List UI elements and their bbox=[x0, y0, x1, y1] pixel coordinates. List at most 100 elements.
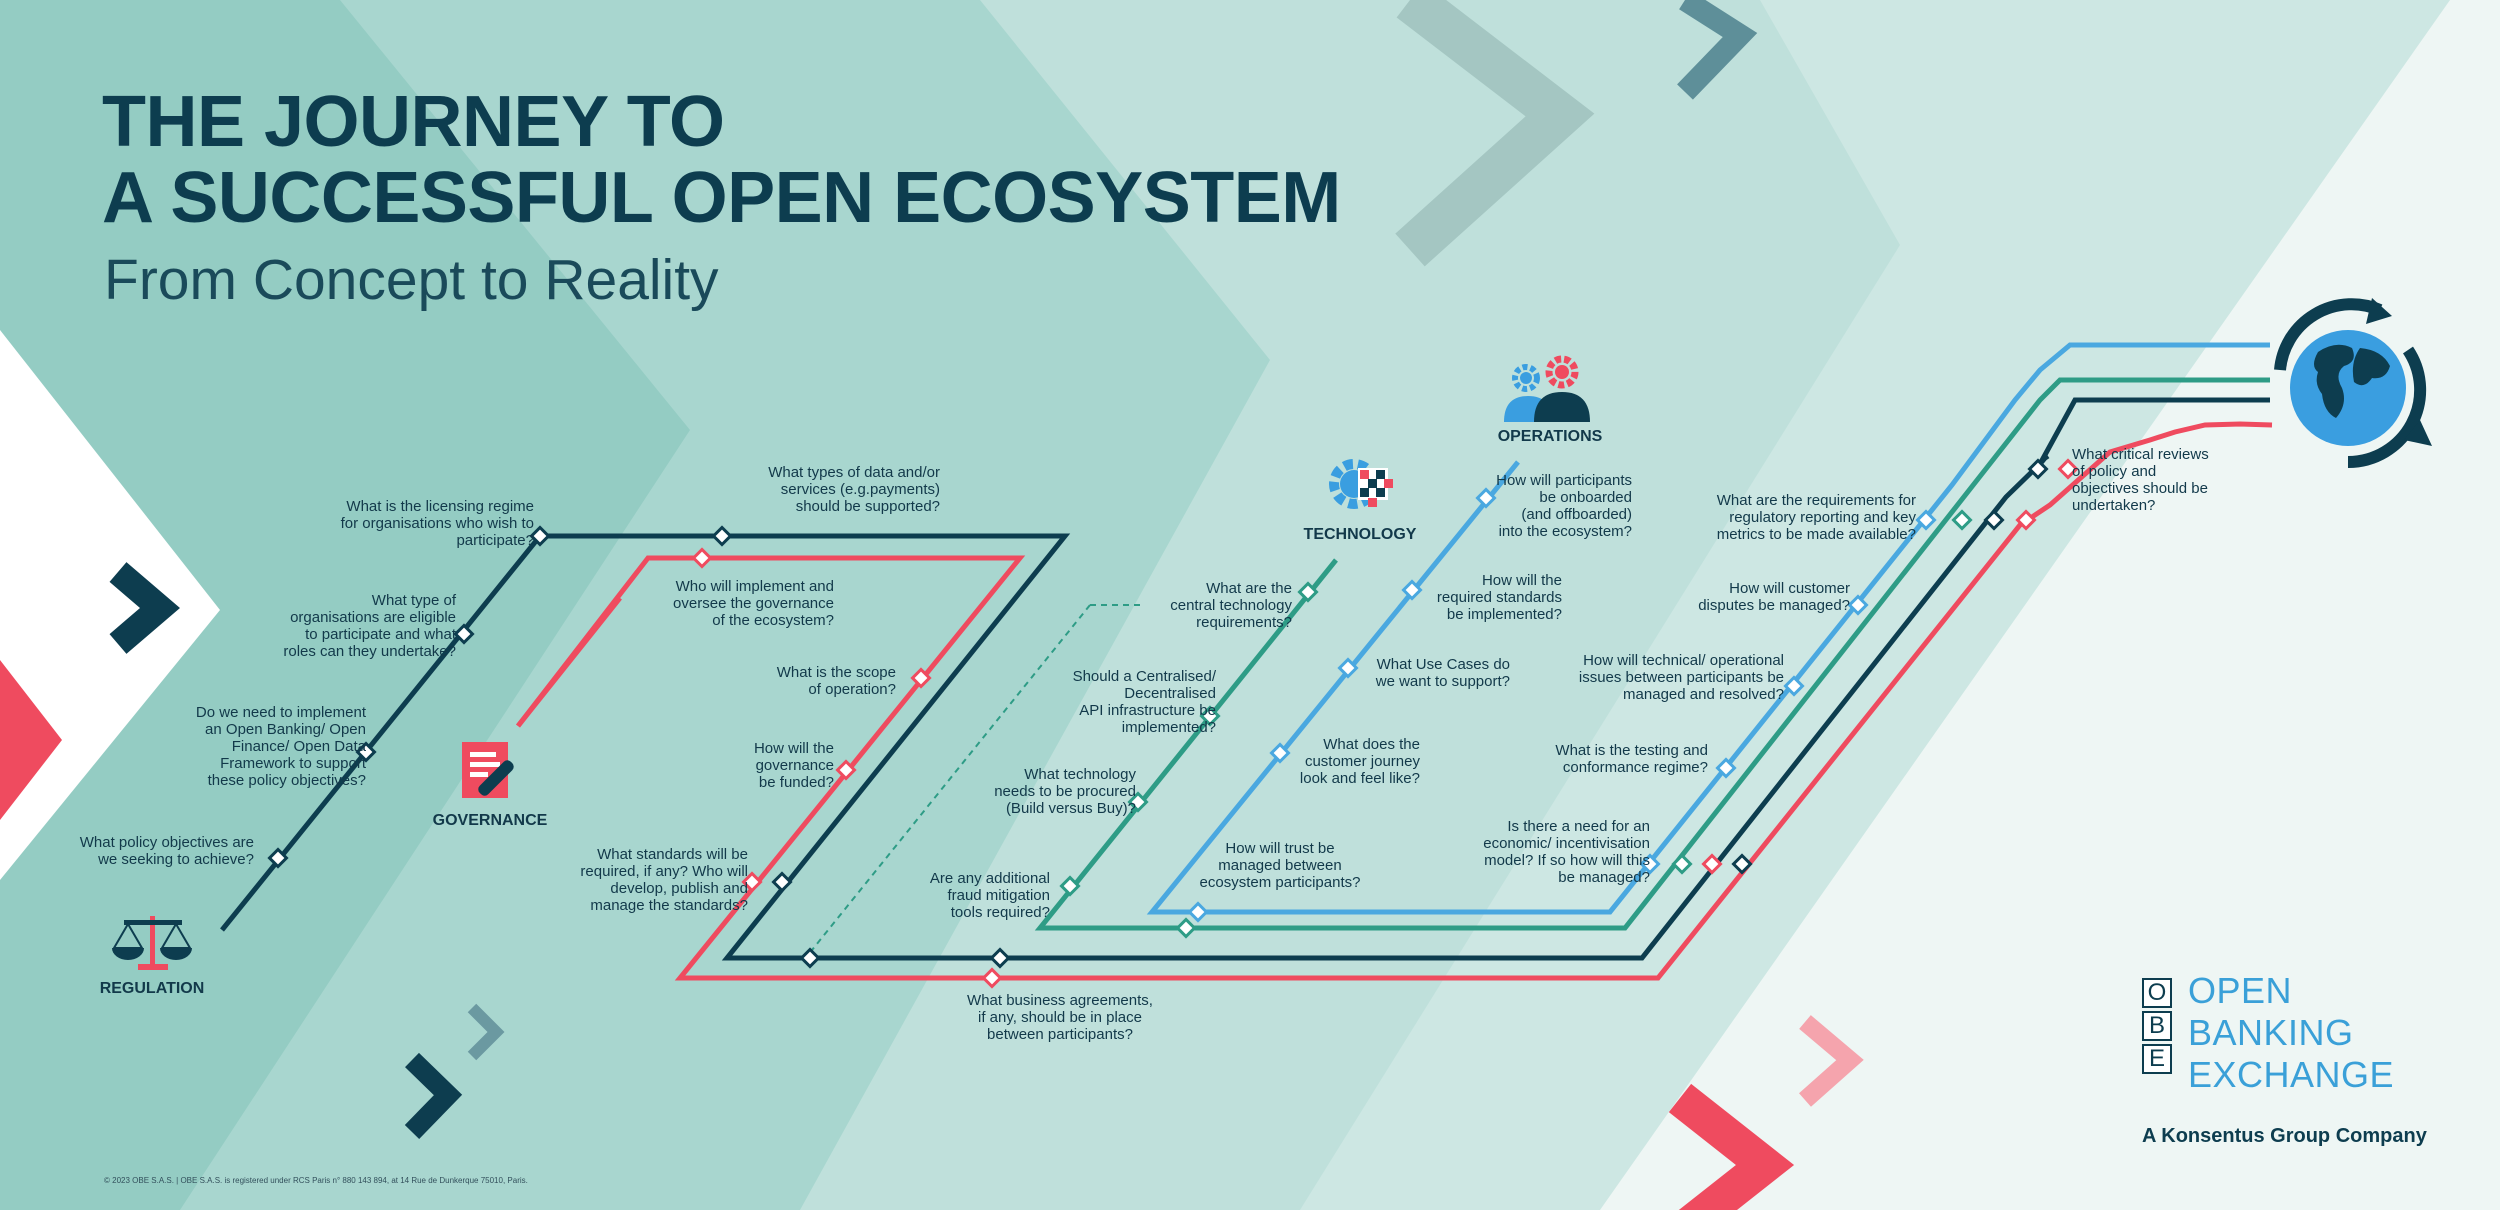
question-disputes: How will customer disputes be managed? bbox=[1698, 580, 1850, 614]
document-pen-icon bbox=[462, 742, 514, 798]
page-subtitle: From Concept to Reality bbox=[104, 248, 719, 312]
station-reporting-blue bbox=[1915, 509, 1937, 531]
logo-tagline: A Konsentus Group Company bbox=[2142, 1125, 2427, 1147]
chevron-bottom-pink bbox=[1799, 1015, 1864, 1107]
question-api-infra: Should a Centralised/ Decentralised API … bbox=[1072, 668, 1216, 736]
question-reviews: What critical reviews of policy and obje… bbox=[2072, 446, 2209, 514]
governance-route bbox=[516, 421, 2273, 981]
station-testing bbox=[1715, 757, 1737, 779]
question-trust: How will trust be managed between ecosys… bbox=[1199, 840, 1361, 891]
logo-letter-column: O B E bbox=[2142, 978, 2172, 1074]
question-testing: What is the testing and conformance regi… bbox=[1555, 742, 1708, 776]
station-standards-red bbox=[741, 871, 763, 893]
globe-cycle-icon bbox=[2274, 298, 2432, 469]
question-funded: How will the governance be funded? bbox=[753, 740, 834, 791]
logo-letter-o: O bbox=[2142, 978, 2172, 1008]
regulation-route-end bbox=[2037, 397, 2270, 466]
background-band-dark bbox=[0, 0, 690, 1210]
chevron-bottom-navy bbox=[404, 1052, 463, 1139]
logo-letter-e: E bbox=[2142, 1044, 2172, 1074]
station-policy bbox=[267, 847, 289, 869]
question-procure: What technology needs to be procured (Bu… bbox=[994, 766, 1136, 817]
title-line-2: A SUCCESSFUL OPEN ECOSYSTEM bbox=[102, 158, 1341, 238]
red-wedge bbox=[0, 660, 62, 820]
question-fraud: Are any additional fraud mitigation tool… bbox=[929, 870, 1050, 921]
logo-word-open: OPEN bbox=[2188, 970, 2293, 1011]
question-licensing: What is the licensing regime for organis… bbox=[340, 498, 534, 549]
question-use-cases: What Use Cases do we want to support? bbox=[1375, 656, 1510, 690]
question-incentivisation: Is there a need for an economic/ incenti… bbox=[1483, 818, 1650, 886]
station-data-types bbox=[711, 525, 733, 547]
station-fraud bbox=[799, 947, 821, 969]
stage-label-regulation: REGULATION bbox=[99, 980, 205, 997]
station-required-standards bbox=[1401, 579, 1423, 601]
question-issues: How will technical/ operational issues b… bbox=[1578, 652, 1784, 703]
station-issues bbox=[1783, 675, 1805, 697]
station-procure bbox=[1127, 791, 1149, 813]
question-org-type: What type of organisations are eligible … bbox=[283, 592, 456, 660]
technology-route bbox=[1034, 377, 2270, 931]
station-trust-teal bbox=[1175, 917, 1197, 939]
logo-word-exchange: EXCHANGE bbox=[2188, 1054, 2395, 1095]
question-data-types: What types of data and/or services (e.g.… bbox=[768, 464, 940, 515]
station-reviews-red bbox=[2057, 458, 2079, 480]
logo-wordmark: OPEN BANKING EXCHANGE bbox=[2188, 970, 2394, 1096]
copyright-footer: © 2023 OBE S.A.S. | OBE S.A.S. is regist… bbox=[104, 1176, 528, 1185]
page-title: THE JOURNEY TO A SUCCESSFUL OPEN ECOSYST… bbox=[102, 84, 1341, 236]
technology-dashed-branch bbox=[807, 604, 1091, 956]
station-reporting-red bbox=[2015, 509, 2037, 531]
stage-label-operations: OPERATIONS bbox=[1497, 428, 1603, 445]
station-fraud-teal bbox=[1059, 875, 1081, 897]
stage-label-governance: GOVERNANCE bbox=[432, 812, 548, 829]
governance-start bbox=[516, 596, 622, 728]
question-journey: What does the customer journey look and … bbox=[1299, 736, 1420, 787]
station-framework bbox=[355, 741, 377, 763]
question-policy: What policy objectives are we seeking to… bbox=[79, 834, 254, 868]
gear-pixels-icon bbox=[1329, 459, 1393, 509]
station-reporting-teal bbox=[1951, 509, 1973, 531]
stage-label-technology: TECHNOLOGY bbox=[1303, 526, 1417, 543]
station-business-navy bbox=[989, 947, 1011, 969]
question-central-tech: What are the central technology requirem… bbox=[1170, 580, 1292, 631]
question-business-agreements: What business agreements, if any, should… bbox=[967, 992, 1153, 1043]
station-incentive-teal bbox=[1671, 853, 1693, 875]
title-line-1: THE JOURNEY TO bbox=[102, 82, 725, 162]
question-standards: What standards will be required, if any?… bbox=[580, 846, 748, 914]
scales-icon bbox=[112, 916, 192, 970]
station-central-tech bbox=[1297, 581, 1319, 603]
chevron-bottom-small bbox=[467, 1003, 505, 1061]
station-business-red bbox=[981, 967, 1003, 989]
question-onboarded: How will participants be onboarded (and … bbox=[1496, 472, 1632, 540]
station-use-cases bbox=[1337, 657, 1359, 679]
question-required-standards: How will the required standards be imple… bbox=[1436, 572, 1562, 623]
station-incentive-blue bbox=[1639, 853, 1661, 875]
question-scope: What is the scope of operation? bbox=[776, 664, 896, 698]
station-trust-blue bbox=[1187, 901, 1209, 923]
station-org-type bbox=[453, 623, 475, 645]
station-standards-navy bbox=[771, 871, 793, 893]
people-gears-icon bbox=[1504, 355, 1590, 422]
station-funded bbox=[835, 759, 857, 781]
station-oversee bbox=[691, 547, 713, 569]
station-onboarded bbox=[1475, 487, 1497, 509]
station-reporting-navy bbox=[1983, 509, 2005, 531]
chevron-top-small bbox=[1677, 0, 1758, 100]
logo-letter-b: B bbox=[2142, 1011, 2172, 1041]
logo-word-banking: BANKING bbox=[2188, 1012, 2354, 1053]
station-licensing bbox=[529, 525, 551, 547]
chevron-left bbox=[109, 562, 180, 654]
station-api-infra bbox=[1199, 705, 1221, 727]
question-oversee: Who will implement and oversee the gover… bbox=[673, 578, 834, 629]
station-reviews-navy bbox=[2027, 458, 2049, 480]
operations-route bbox=[1146, 342, 2270, 915]
station-disputes bbox=[1847, 594, 1869, 616]
question-framework: Do we need to implement an Open Banking/… bbox=[195, 704, 366, 789]
station-journey bbox=[1269, 742, 1291, 764]
chevron-top-large bbox=[1395, 0, 1595, 267]
question-reporting: What are the requirements for regulatory… bbox=[1716, 492, 1916, 543]
station-incentive-navy bbox=[1731, 853, 1753, 875]
station-scope bbox=[910, 667, 932, 689]
station-incentive-red bbox=[1701, 853, 1723, 875]
